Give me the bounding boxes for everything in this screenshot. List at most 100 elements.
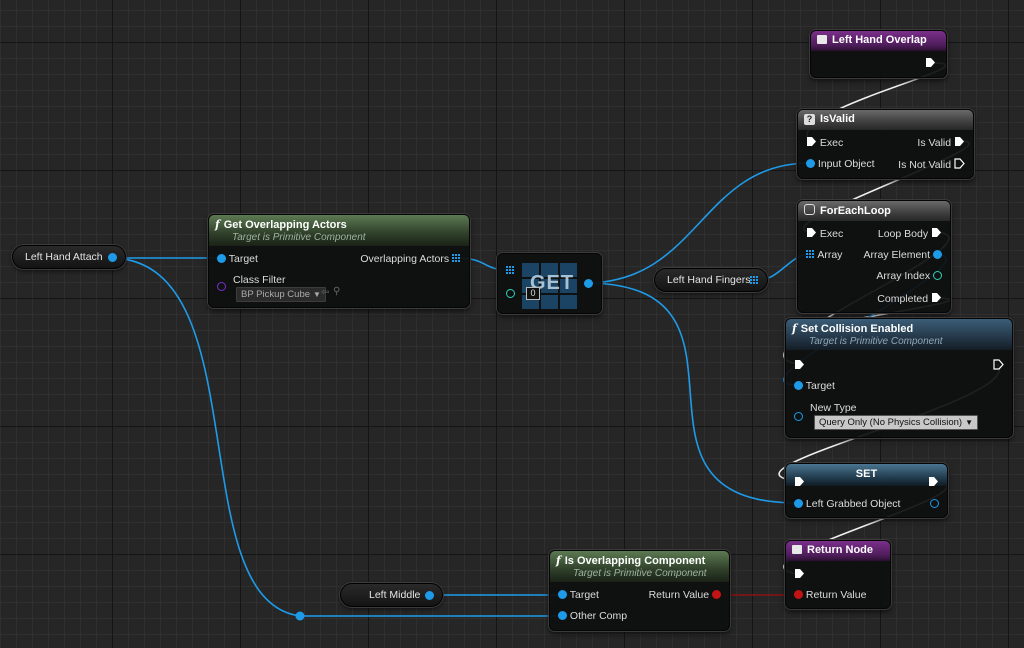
array-element-pin[interactable]: Array Element	[864, 249, 942, 261]
use-selected-arrow-icon[interactable]: ⇦	[321, 287, 330, 298]
output-pin[interactable]	[584, 278, 593, 290]
node-title: Left Hand Overlap	[832, 34, 927, 46]
node-title: SET	[855, 468, 878, 480]
pin-label: Array Element	[863, 249, 931, 261]
foreach-loop-icon	[804, 204, 815, 215]
left-grabbed-object-pin[interactable]: Left Grabbed Object	[794, 498, 900, 510]
pin-label: Array Index	[876, 270, 931, 282]
function-f-icon: f	[556, 554, 561, 567]
exec-in-pin[interactable]	[794, 476, 805, 490]
object-pin-icon	[558, 611, 567, 620]
for-each-loop-node[interactable]: ForEachLoop Exec Loop Body Array Array E…	[797, 200, 951, 313]
array-get-node[interactable]: GET 0	[497, 253, 602, 314]
exec-arrow-icon	[795, 477, 804, 486]
left-hand-attach-variable[interactable]: Left Hand Attach	[12, 245, 126, 269]
pin-label: Target	[228, 253, 258, 265]
object-pin-icon[interactable]	[425, 591, 434, 600]
target-pin[interactable]: Target	[217, 253, 258, 265]
object-pin-icon[interactable]	[108, 253, 117, 262]
node-title: Return Node	[807, 544, 873, 556]
exec-in-pin[interactable]: Exec	[806, 227, 843, 240]
set-variable-node[interactable]: SET Left Grabbed Object	[785, 463, 948, 518]
pin-label: Return Value	[805, 589, 867, 601]
pin-label: Overlapping Actors	[360, 253, 450, 265]
output-object-pin[interactable]	[930, 498, 939, 510]
class-filter-dropdown[interactable]: BP Pickup Cube▼	[236, 287, 326, 302]
exec-out-pin[interactable]	[925, 57, 936, 71]
exec-arrow-icon	[795, 360, 804, 369]
is-valid-node[interactable]: ? IsValid Exec Is Valid Input Object Is N…	[797, 109, 974, 179]
exec-in-pin[interactable]	[794, 568, 805, 582]
exec-in-pin[interactable]: Exec	[806, 136, 843, 149]
object-wire-get-to-set	[584, 282, 798, 504]
exec-out-pin[interactable]	[993, 359, 1004, 373]
exec-arrow-icon	[955, 137, 964, 146]
pin-label: Target	[805, 380, 835, 392]
pin-label: Target	[569, 589, 599, 601]
event-box-icon	[817, 35, 827, 44]
pin-label: Left Grabbed Object	[805, 498, 901, 510]
pin-label: Return Value	[648, 589, 710, 601]
question-mark-icon: ?	[804, 114, 815, 125]
enum-pin-icon	[794, 412, 803, 421]
function-f-icon: f	[215, 218, 220, 231]
array-index-pin[interactable]: Array Index	[876, 270, 942, 282]
node-subtitle: Target is Primitive Component	[232, 232, 366, 243]
reroute-node	[295, 611, 305, 621]
variable-label: Left Middle	[369, 589, 421, 601]
target-pin[interactable]: Target	[558, 589, 599, 601]
other-comp-pin[interactable]: Other Comp	[558, 610, 627, 622]
pin-label: Array	[817, 249, 843, 261]
function-f-icon: f	[792, 322, 797, 335]
pin-label: Is Valid	[917, 137, 952, 149]
node-header[interactable]: Left Hand Overlap	[811, 31, 946, 51]
exec-out-pin[interactable]	[928, 476, 939, 490]
node-header[interactable]: SET	[786, 464, 947, 486]
node-title: Is Overlapping Component	[564, 555, 706, 567]
index-pin[interactable]	[506, 288, 515, 300]
return-value-pin[interactable]: Return Value	[649, 589, 721, 601]
array-grid-icon[interactable]	[750, 276, 759, 285]
node-header[interactable]: ForEachLoop	[798, 201, 950, 221]
is-valid-pin[interactable]: Is Valid	[917, 136, 965, 149]
left-hand-overlap-node[interactable]: Left Hand Overlap	[810, 30, 947, 78]
target-pin[interactable]: Target	[794, 380, 835, 392]
completed-pin[interactable]: Completed	[877, 292, 942, 305]
object-pin-icon	[584, 279, 593, 288]
input-object-pin[interactable]: Input Object	[806, 158, 875, 170]
event-box-icon	[792, 545, 802, 554]
exec-in-pin[interactable]	[794, 359, 805, 373]
loop-body-pin[interactable]: Loop Body	[878, 227, 942, 240]
class-pin-icon[interactable]	[217, 282, 226, 291]
is-not-valid-pin[interactable]: Is Not Valid	[898, 158, 965, 171]
exec-arrow-icon	[807, 137, 816, 146]
new-type-dropdown[interactable]: Query Only (No Physics Collision)▼	[814, 415, 978, 430]
object-pin-icon	[794, 499, 803, 508]
left-middle-variable[interactable]: Left Middle	[340, 583, 443, 607]
browse-search-icon[interactable]: ⚲	[333, 286, 341, 297]
index-input[interactable]: 0	[526, 287, 540, 300]
exec-arrow-outline-icon	[954, 158, 965, 169]
node-header[interactable]: Return Node	[786, 541, 890, 561]
array-pin[interactable]: Array	[806, 249, 842, 261]
object-pin-icon	[806, 159, 815, 168]
array-grid-icon	[506, 266, 515, 275]
node-title: IsValid	[820, 113, 855, 125]
pin-label: Class Filter	[233, 274, 286, 286]
return-value-pin[interactable]: Return Value	[794, 589, 866, 601]
node-subtitle: Target is Primitive Component	[809, 336, 943, 347]
target-array-pin[interactable]	[506, 265, 515, 277]
chevron-down-icon: ▼	[965, 418, 973, 427]
overlapping-actors-pin[interactable]: Overlapping Actors	[360, 253, 461, 265]
new-type-pin[interactable]: New Type	[794, 402, 857, 421]
return-node[interactable]: Return Node Return Value	[785, 540, 891, 609]
left-hand-fingers-variable[interactable]: Left Hand Fingers	[654, 268, 768, 292]
pin-label: Is Not Valid	[898, 159, 952, 171]
node-header[interactable]: ? IsValid	[798, 110, 973, 130]
